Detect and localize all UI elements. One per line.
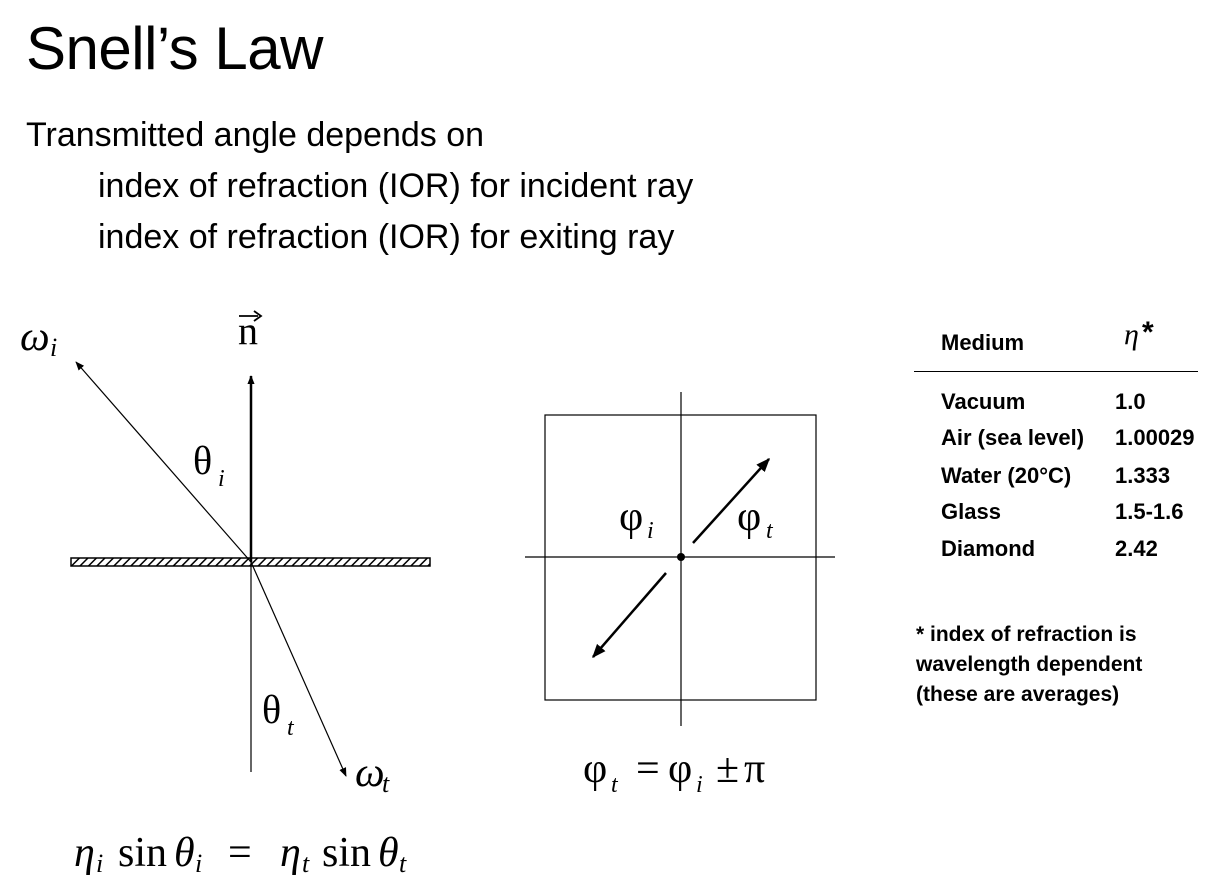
bullet-exiting-ior: index of refraction (IOR) for exiting ra… [98,218,675,256]
bullet-incident-ior: index of refraction (IOR) for incident r… [98,167,694,205]
svg-text:±: ± [716,746,739,792]
omega-t-label: ω [355,750,385,796]
ior-cell: 1.5-1.6 [1115,499,1184,524]
svg-text:θ: θ [378,830,399,876]
svg-text:φ: φ [583,746,607,792]
svg-text:sin: sin [118,830,167,876]
svg-text:=: = [228,830,252,876]
normal-label: n [238,308,258,353]
footnote-line: wavelength dependent [916,653,1143,676]
ior-cell: 1.0 [1115,389,1146,414]
footnote-line: (these are averages) [916,683,1120,706]
vector-arrow-head-icon [253,310,263,322]
omega-t-subscript: t [382,769,390,798]
theta-t-subscript: t [287,715,295,741]
medium-cell: Water (20°C) [941,463,1072,488]
svg-text:sin: sin [322,830,371,876]
incident-ray [75,361,252,563]
phi-i-label: φ [619,494,643,540]
slide-title: Snell’s Law [26,15,323,82]
transmitted-direction-arrow [692,457,770,544]
svg-text:i: i [96,849,103,878]
medium-cell: Glass [941,499,1001,524]
svg-text:t: t [611,772,619,798]
table-header-star: * [1142,316,1154,349]
azimuth-equation: φ t = φ i ± π [583,746,765,798]
medium-cell: Air (sea level) [941,425,1085,450]
azimuth-diagram: φ i φ t φ t = φ i ± π [525,392,835,798]
phi-t-subscript: t [766,518,774,544]
svg-text:t: t [302,849,310,878]
refraction-diagram: n ω i θ i θ t ω t η i sin θ i = η t sin … [20,308,431,878]
svg-text:π: π [744,746,765,792]
theta-t-label: θ [262,687,281,732]
transmitted-ray [250,561,347,777]
svg-text:i: i [195,849,202,878]
svg-text:η: η [280,830,301,876]
theta-i-subscript: i [218,466,225,492]
origin-dot [677,553,685,561]
ior-cell: 1.00029 [1115,425,1195,450]
ior-footnote: * index of refraction is wavelength depe… [916,620,1216,710]
svg-text:=: = [636,746,660,792]
svg-text:η: η [74,830,95,876]
medium-cell: Diamond [941,536,1036,561]
ior-cell: 1.333 [1115,463,1171,488]
table-header-rule [914,371,1198,372]
ior-cell: 2.42 [1115,536,1158,561]
table-header-eta: η [1124,318,1139,351]
incident-direction-arrow [592,572,667,659]
omega-i-label: ω [20,314,50,360]
slide-subtitle: Transmitted angle depends on [26,116,485,154]
svg-text:θ: θ [174,830,195,876]
snell-equation: η i sin θ i = η t sin θ t [74,830,407,878]
omega-i-subscript: i [50,333,57,362]
svg-text:i: i [696,772,703,798]
phi-t-label: φ [737,494,761,540]
svg-text:φ: φ [668,746,692,792]
svg-text:t: t [399,849,407,878]
footnote-line: * index of refraction is [916,623,1137,646]
phi-i-subscript: i [647,518,654,544]
medium-cell: Vacuum [941,389,1026,414]
theta-i-label: θ [193,438,212,483]
table-header-medium: Medium [941,330,1025,355]
